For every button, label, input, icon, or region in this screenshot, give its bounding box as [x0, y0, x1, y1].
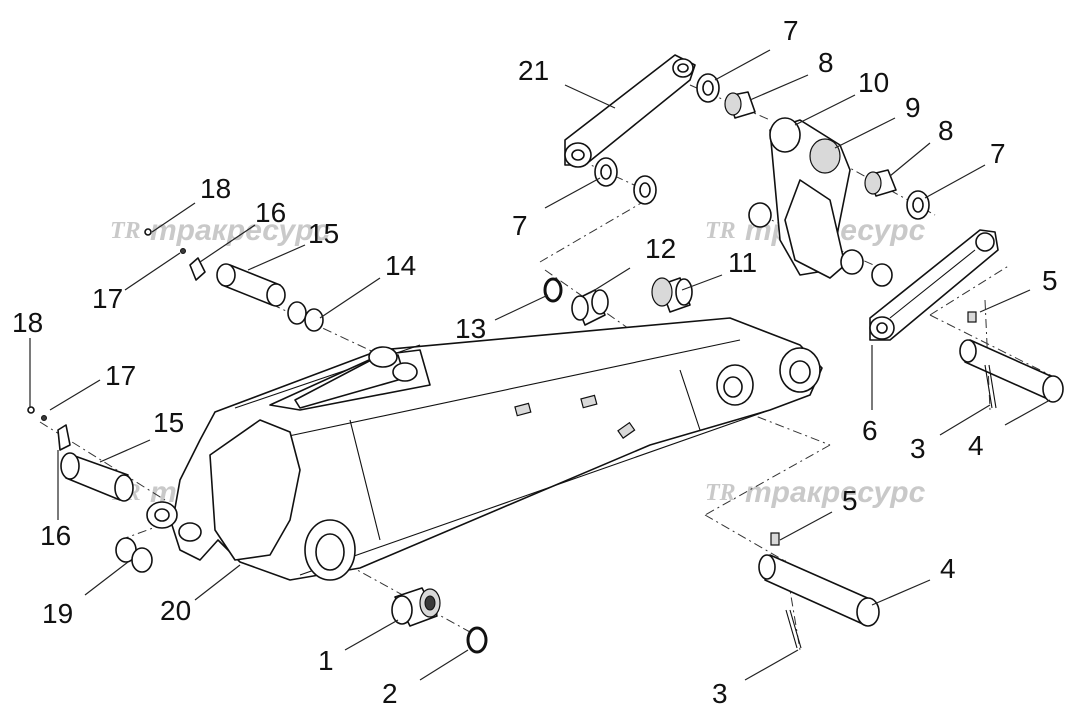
callout-7: 7	[512, 210, 528, 241]
bushings-8	[724, 91, 897, 197]
watermark-text: тракресурс	[150, 214, 331, 247]
bracket-9-10	[748, 117, 893, 287]
bushing-1	[391, 587, 441, 627]
callout-8: 8	[938, 115, 954, 146]
callout-15: 15	[308, 218, 339, 249]
leader-lines	[29, 49, 1051, 681]
watermark-middle-right: TR тракресурс	[705, 476, 926, 509]
callout-15: 15	[153, 407, 184, 438]
callout-13: 13	[455, 313, 486, 344]
callout-4: 4	[968, 430, 984, 461]
link-6	[869, 229, 999, 341]
callout-20: 20	[160, 595, 191, 626]
callout-9: 9	[905, 92, 921, 123]
callout-7: 7	[783, 15, 799, 46]
watermark-top-left: TR тракресурс	[110, 214, 331, 247]
callout-14: 14	[385, 250, 416, 281]
watermark-text: тракресурс	[745, 476, 926, 509]
callout-3: 3	[712, 678, 728, 709]
callout-5: 5	[1042, 265, 1058, 296]
callout-11: 11	[728, 247, 757, 278]
pin-assembly-right-upper	[959, 311, 1064, 409]
callout-12: 12	[645, 233, 676, 264]
callout-17: 17	[105, 360, 136, 391]
callout-7: 7	[990, 138, 1006, 169]
callout-4: 4	[940, 553, 956, 584]
callout-16: 16	[255, 197, 286, 228]
pin-assembly-left	[27, 406, 153, 573]
callout-21: 21	[518, 55, 549, 86]
callout-17: 17	[92, 283, 123, 314]
link-21	[564, 54, 696, 168]
callout-3: 3	[910, 433, 926, 464]
callout-10: 10	[858, 67, 889, 98]
watermark-logo: TR	[705, 480, 736, 506]
callout-6: 6	[862, 415, 878, 446]
callout-5: 5	[842, 485, 858, 516]
callout-18: 18	[12, 307, 43, 338]
callout-19: 19	[42, 598, 73, 629]
o-ring-2	[466, 626, 488, 654]
bushing-11	[651, 277, 693, 313]
pin-assembly-right-lower	[758, 532, 880, 649]
watermark-logo: TR	[705, 218, 736, 244]
bushing-12	[571, 289, 609, 326]
washers-7	[594, 73, 930, 220]
callout-16: 16	[40, 520, 71, 551]
pin-assembly-upper-left	[144, 228, 324, 332]
callout-18: 18	[200, 173, 231, 204]
boom-body	[146, 317, 823, 581]
callout-8: 8	[818, 47, 834, 78]
watermark-logo: TR	[110, 218, 141, 244]
callout-labels: 1 2 3 3 4 4 5 5 6 7 7 7 8 8 9 10 11 12 1…	[12, 15, 1058, 709]
o-ring-13	[543, 277, 563, 303]
callout-1: 1	[318, 645, 334, 676]
callout-2: 2	[382, 678, 398, 709]
